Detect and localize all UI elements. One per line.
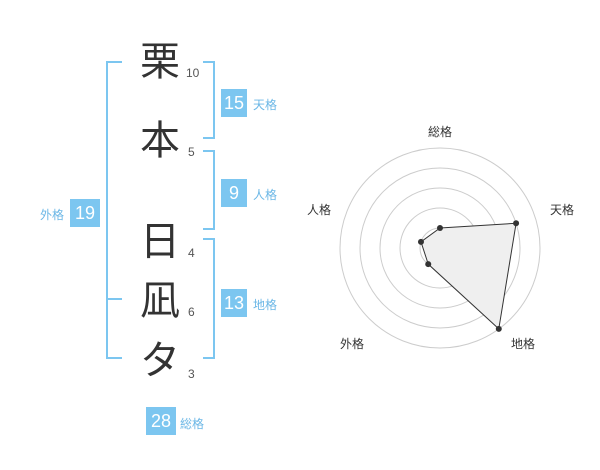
jinkaku-label: 人格 bbox=[253, 188, 278, 202]
gaikaku-bracket-vertical bbox=[106, 61, 108, 359]
name-char-4: 凪 bbox=[140, 278, 180, 324]
radar-ring bbox=[399, 207, 481, 289]
chikaku-bracket-vertical bbox=[213, 238, 215, 359]
gaikaku-label: 外格 bbox=[40, 208, 65, 222]
radar-point-0 bbox=[437, 225, 443, 231]
jinkaku-bracket-vertical bbox=[213, 150, 215, 230]
jinkaku-badge: 9 bbox=[221, 179, 247, 207]
soukaku-label: 総格 bbox=[180, 417, 205, 431]
gaikaku-bracket-mid bbox=[106, 298, 122, 300]
radar-ring bbox=[339, 147, 541, 349]
name-char-5: タ bbox=[140, 338, 180, 384]
radar-point-2 bbox=[495, 325, 502, 332]
radar-label-gaikaku: 外格 bbox=[340, 337, 365, 351]
stroke-count-1: 10 bbox=[186, 66, 200, 80]
radar-area bbox=[420, 222, 517, 330]
tenkaku-label: 天格 bbox=[253, 98, 278, 112]
radar-point-3 bbox=[425, 261, 432, 268]
jinkaku-bracket-top bbox=[203, 150, 215, 152]
gaikaku-bracket-top bbox=[106, 61, 122, 63]
radar-label-tenkaku: 天格 bbox=[550, 203, 575, 217]
radar-ring bbox=[379, 187, 501, 309]
radar-ring bbox=[419, 227, 461, 269]
chikaku-label: 地格 bbox=[253, 298, 278, 312]
radar-label-soukaku: 総格 bbox=[428, 125, 453, 139]
stroke-count-2: 5 bbox=[188, 145, 195, 159]
tenkaku-badge: 15 bbox=[221, 89, 247, 117]
radar-label-chikaku: 地格 bbox=[511, 337, 536, 351]
chikaku-badge: 13 bbox=[221, 289, 247, 317]
radar-center bbox=[437, 245, 443, 251]
jinkaku-bracket-bottom bbox=[203, 228, 215, 230]
radar-point-4 bbox=[417, 238, 424, 245]
soukaku-badge: 28 bbox=[146, 407, 176, 435]
radar-label-jinkaku: 人格 bbox=[307, 203, 332, 217]
radar-ring bbox=[359, 167, 521, 329]
name-char-1: 栗 bbox=[140, 39, 180, 85]
gaikaku-bracket-bottom bbox=[106, 357, 122, 359]
stroke-count-4: 6 bbox=[188, 305, 195, 319]
stroke-count-3: 4 bbox=[188, 246, 195, 260]
name-char-2: 本 bbox=[140, 118, 180, 164]
name-char-3: 日 bbox=[140, 219, 180, 265]
chikaku-bracket-bottom bbox=[203, 357, 215, 359]
gaikaku-badge: 19 bbox=[70, 199, 100, 227]
radar-point-1 bbox=[513, 220, 520, 227]
tenkaku-bracket-top bbox=[203, 61, 215, 63]
stroke-count-5: 3 bbox=[188, 367, 195, 381]
tenkaku-bracket-vertical bbox=[213, 61, 215, 139]
tenkaku-bracket-bottom bbox=[203, 137, 215, 139]
chikaku-bracket-top bbox=[203, 238, 215, 240]
